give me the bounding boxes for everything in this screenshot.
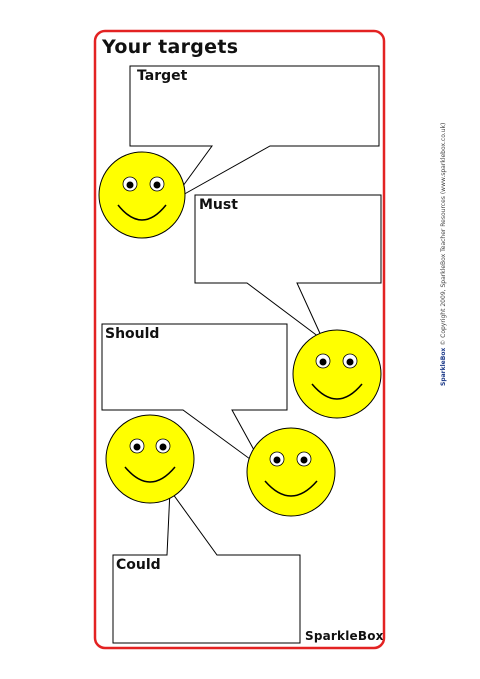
smiley-face-icon bbox=[246, 427, 336, 517]
brand-logo-text: SparkleBox bbox=[305, 629, 384, 643]
smiley-face-icon bbox=[105, 414, 195, 504]
should-box-label: Should bbox=[105, 326, 160, 342]
copyright-credit: SparkleBox © Copyright 2009, SparkleBox … bbox=[440, 123, 447, 386]
smiley-face-icon bbox=[292, 329, 382, 419]
smiley-face-icon bbox=[98, 151, 186, 239]
target-speech-bubble bbox=[129, 65, 380, 202]
could-box-label: Could bbox=[116, 557, 161, 573]
page-title: Your targets bbox=[102, 36, 239, 58]
could-speech-bubble bbox=[112, 488, 301, 644]
must-speech-bubble bbox=[194, 194, 382, 341]
credit-text: © Copyright 2009, SparkleBox Teacher Res… bbox=[440, 122, 447, 346]
should-speech-bubble bbox=[101, 323, 288, 471]
target-box-label: Target bbox=[137, 68, 188, 84]
credit-brand: SparkleBox bbox=[440, 347, 447, 386]
must-box-label: Must bbox=[199, 197, 238, 213]
